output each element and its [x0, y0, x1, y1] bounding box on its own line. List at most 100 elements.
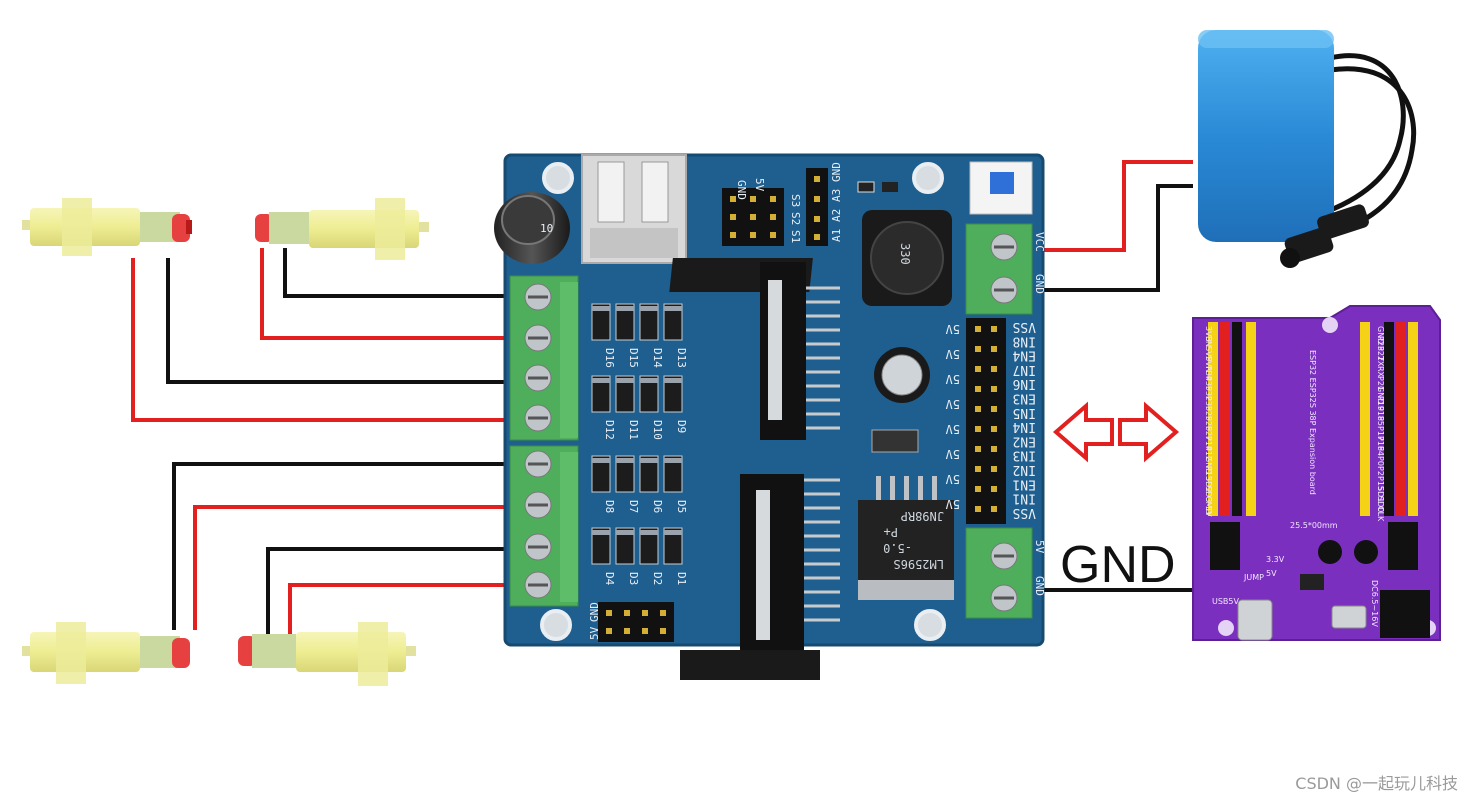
- esp-right-pin-label: P23: [1376, 336, 1385, 351]
- header-label: IN5: [1013, 405, 1036, 420]
- esp-left-pin-label: P12: [1204, 446, 1213, 461]
- header-pin: [991, 346, 997, 352]
- mount-hole: [540, 609, 572, 641]
- usb-port: [581, 154, 687, 264]
- label-a3: A3: [830, 189, 843, 202]
- esp-right-pin-label: P2: [1376, 466, 1385, 476]
- label-s2: S2: [789, 212, 802, 225]
- header-left-label: 5V: [946, 447, 960, 461]
- label-usb5v: USB5V: [1212, 597, 1240, 606]
- esp-right-pin-label: P19: [1376, 396, 1385, 411]
- motor-wires: [131, 160, 1193, 636]
- motor-terminal-block-bottom: [509, 445, 579, 607]
- wire-black-m3: [172, 462, 510, 630]
- esp32-expansion-board: 3V3ENSVPSVNP34P35P32P33P25P26P27P14P12GN…: [1192, 305, 1441, 641]
- diode-band: [616, 530, 634, 535]
- diode-band: [664, 378, 682, 383]
- esp-left-pin-label: 5V: [1204, 506, 1213, 517]
- label-gnd-bottom: GND: [588, 602, 601, 622]
- esp-left-pin-label: P35: [1204, 376, 1213, 391]
- diode: [663, 303, 683, 341]
- esp-right-pin-label: CLK: [1376, 506, 1385, 522]
- header-pin: [975, 506, 981, 512]
- esp-right-pin-label: P22: [1376, 346, 1385, 361]
- diode-band: [640, 306, 658, 311]
- header-label: IN4: [1012, 419, 1036, 434]
- header-label: VSS: [1013, 505, 1036, 520]
- diode-band: [592, 306, 610, 311]
- bottom-pin-header[interactable]: [598, 602, 674, 642]
- diode: [591, 455, 611, 493]
- header-label: IN8: [1013, 333, 1036, 348]
- diode-band: [664, 458, 682, 463]
- header-label: EN1: [1013, 476, 1036, 491]
- esp-right-pin-label: P21: [1376, 376, 1385, 391]
- motor-top-right: [255, 198, 429, 260]
- esp-right-pin-label: TX: [1376, 355, 1385, 367]
- mount-hole: [914, 609, 946, 641]
- logic-terminal-block[interactable]: [965, 527, 1033, 619]
- esp-left-pin-label: P25: [1204, 406, 1213, 421]
- header-pin: [975, 386, 981, 392]
- header-pin: [991, 506, 997, 512]
- wire-black-m4: [266, 547, 510, 636]
- double-arrow-icon: [1052, 401, 1180, 463]
- control-header[interactable]: [966, 318, 1006, 524]
- mount-hole: [1322, 317, 1338, 333]
- diode-label: D14: [651, 348, 664, 368]
- header-label: EN2: [1013, 433, 1036, 448]
- header-pin: [975, 346, 981, 352]
- label-s3: S3: [789, 194, 802, 207]
- esp-left-pin-label: P14: [1204, 436, 1213, 451]
- mount-hole: [1218, 620, 1234, 636]
- diode-d17: [871, 429, 919, 453]
- header-label: EN3: [1013, 391, 1036, 406]
- diode-label: D4: [603, 572, 616, 586]
- diode-label: D3: [627, 572, 640, 585]
- chip-mark-4: JN98RP: [901, 509, 944, 523]
- label-gnd-top2: GND: [830, 162, 843, 182]
- micro-usb-port: [1331, 605, 1367, 629]
- diode-band: [616, 306, 634, 311]
- esp-right-pin-label: P18: [1376, 406, 1385, 421]
- header-pin: [991, 446, 997, 452]
- esp-right-pin-label: P4: [1376, 446, 1385, 456]
- header-pin: [991, 326, 997, 332]
- heatsink-bottom: [680, 474, 840, 680]
- gnd-label: GND: [1060, 536, 1176, 594]
- chip-mark-2: -5.0: [883, 541, 912, 555]
- inductor: 330: [862, 210, 952, 306]
- wire-black-battery: [1040, 184, 1193, 292]
- label-jump: JUMP: [1243, 573, 1264, 582]
- header-label: IN6: [1013, 376, 1036, 391]
- mount-hole: [912, 162, 944, 194]
- header-left-label: 5V: [946, 347, 960, 361]
- esp-left-pin-label: GND: [1204, 456, 1213, 474]
- motor-top-left: [22, 198, 192, 256]
- motor-driver-board: 10 GND 5V S1 S2 S3 A1 A2 A3 GND: [494, 153, 1046, 680]
- usb-c-port: [1237, 599, 1273, 641]
- motor-bottom-left: [22, 622, 190, 684]
- esp-left-pin-label: SVP: [1204, 346, 1213, 362]
- label-gnd-top: GND: [735, 180, 748, 200]
- dc-plug: [1280, 204, 1369, 268]
- expansion-board-title: ESP32 ESP32S 38P Expansion board: [1308, 350, 1317, 495]
- label-a2: A2: [830, 209, 843, 222]
- power-terminal-block[interactable]: [965, 223, 1033, 315]
- header-pin: [991, 466, 997, 472]
- header-pin: [975, 406, 981, 412]
- diode-band: [616, 378, 634, 383]
- label-3v3: 3.3V: [1266, 555, 1285, 564]
- capacitor: 10: [494, 192, 570, 264]
- label-s1: S1: [789, 230, 802, 243]
- header-left-label: 5V: [946, 497, 960, 511]
- esp-left-pin-label: P27: [1204, 426, 1213, 441]
- header-pin: [991, 426, 997, 432]
- header-pin: [975, 446, 981, 452]
- esp-right-pin-label: P16: [1376, 436, 1385, 451]
- header-label: VSS: [1013, 319, 1036, 334]
- label-5v-bottom: 5V: [588, 626, 601, 640]
- diode-label: D9: [675, 420, 688, 433]
- esp-right-pin-label: SD0: [1376, 496, 1385, 512]
